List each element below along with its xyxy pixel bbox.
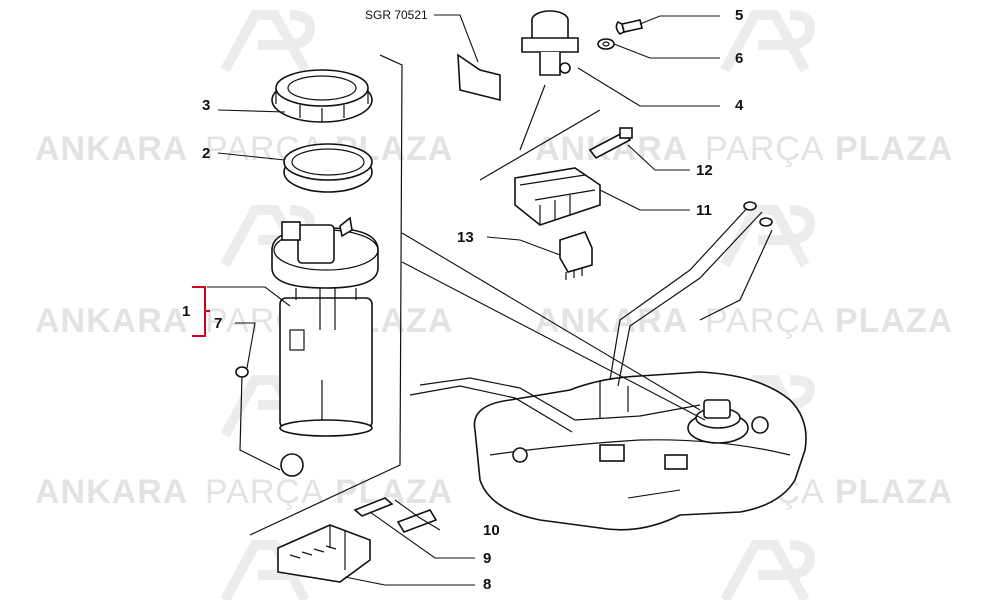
callout-5[interactable]: 5	[735, 7, 743, 24]
svg-text:PARÇA: PARÇA	[205, 473, 325, 511]
watermark-row-2: ANKARA PARÇA PLAZA ANKARA PARÇA PLAZA	[35, 302, 953, 340]
svg-text:PLAZA: PLAZA	[835, 130, 953, 168]
callout-12[interactable]: 12	[696, 162, 713, 179]
callout-9[interactable]: 9	[483, 550, 491, 567]
callout-1[interactable]: 1	[182, 303, 190, 320]
svg-text:PARÇA: PARÇA	[705, 130, 825, 168]
separator-lines	[249, 54, 601, 536]
leader-lines	[207, 14, 720, 586]
callout-11[interactable]: 11	[696, 202, 712, 219]
svg-text:PLAZA: PLAZA	[835, 302, 953, 340]
callout-labels: SGR 70521 3 2 1 7 5 6 4 12 11 13 10 9 8	[182, 7, 744, 593]
svg-text:ANKARA: ANKARA	[35, 473, 188, 511]
svg-text:ANKARA: ANKARA	[35, 302, 188, 340]
screw-part	[615, 19, 643, 35]
relay-part	[559, 231, 593, 280]
terminal-9-part	[353, 497, 394, 517]
svg-text:ANKARA: ANKARA	[35, 130, 188, 168]
callout-8[interactable]: 8	[483, 576, 491, 593]
fuel-pump-module	[271, 216, 379, 437]
seal-ring-part	[283, 143, 373, 193]
lock-ring-part	[271, 69, 373, 123]
watermark-row-1: ANKARA PARÇA PLAZA ANKARA PARÇA PLAZA	[35, 130, 953, 168]
connector-11-part	[514, 167, 601, 226]
pin-part	[588, 127, 633, 160]
connector-8-part	[277, 524, 371, 583]
svg-text:PLAZA: PLAZA	[835, 473, 953, 511]
watermark-layer: ANKARA PARÇA PLAZA ANKARA PARÇA PLAZA AN…	[35, 10, 953, 600]
svg-text:ANKARA: ANKARA	[535, 302, 688, 340]
svg-text:PARÇA: PARÇA	[705, 302, 825, 340]
callout-6[interactable]: 6	[735, 50, 743, 67]
vent-valve-part	[521, 10, 579, 76]
callout-13[interactable]: 13	[457, 229, 474, 246]
bracket-part	[457, 53, 501, 102]
terminal-10-part	[396, 509, 438, 533]
level-sender-part	[235, 366, 304, 477]
reference-code: SGR 70521	[365, 8, 428, 22]
svg-text:PLAZA: PLAZA	[335, 473, 453, 511]
callout-2[interactable]: 2	[202, 145, 210, 162]
callout-4[interactable]: 4	[735, 97, 744, 114]
washer-part	[597, 38, 615, 50]
highlight-bracket	[192, 286, 210, 337]
fuel-tank-part	[409, 201, 807, 531]
callout-7[interactable]: 7	[214, 315, 222, 332]
callout-10[interactable]: 10	[483, 522, 500, 539]
callout-3[interactable]: 3	[202, 97, 210, 114]
